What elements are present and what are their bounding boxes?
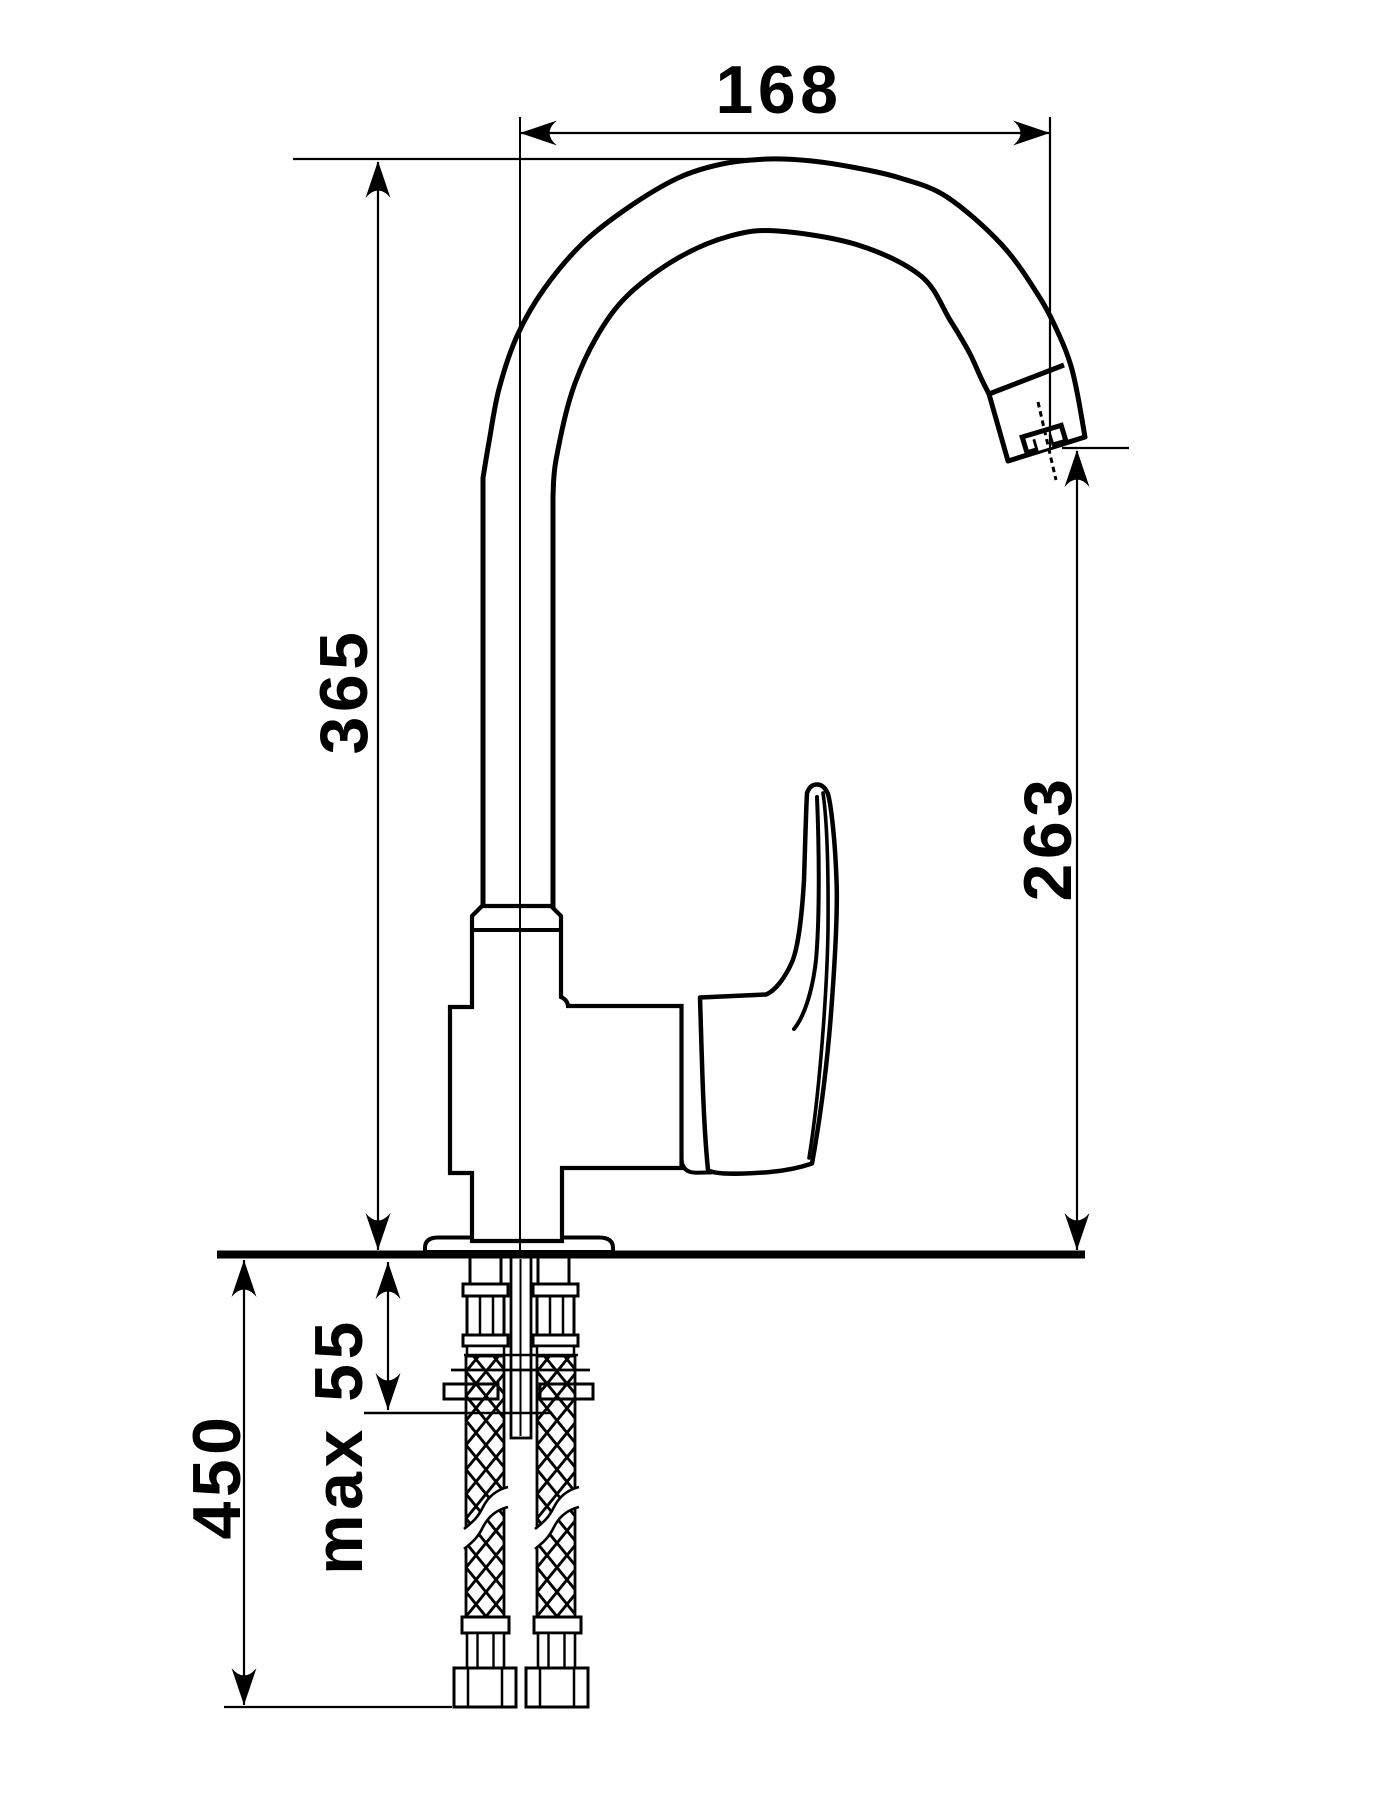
svg-text:max 55: max 55 <box>301 1317 377 1575</box>
svg-text:450: 450 <box>179 1413 255 1540</box>
svg-text:168: 168 <box>716 52 843 128</box>
svg-text:263: 263 <box>1010 775 1086 902</box>
svg-text:365: 365 <box>306 628 382 755</box>
